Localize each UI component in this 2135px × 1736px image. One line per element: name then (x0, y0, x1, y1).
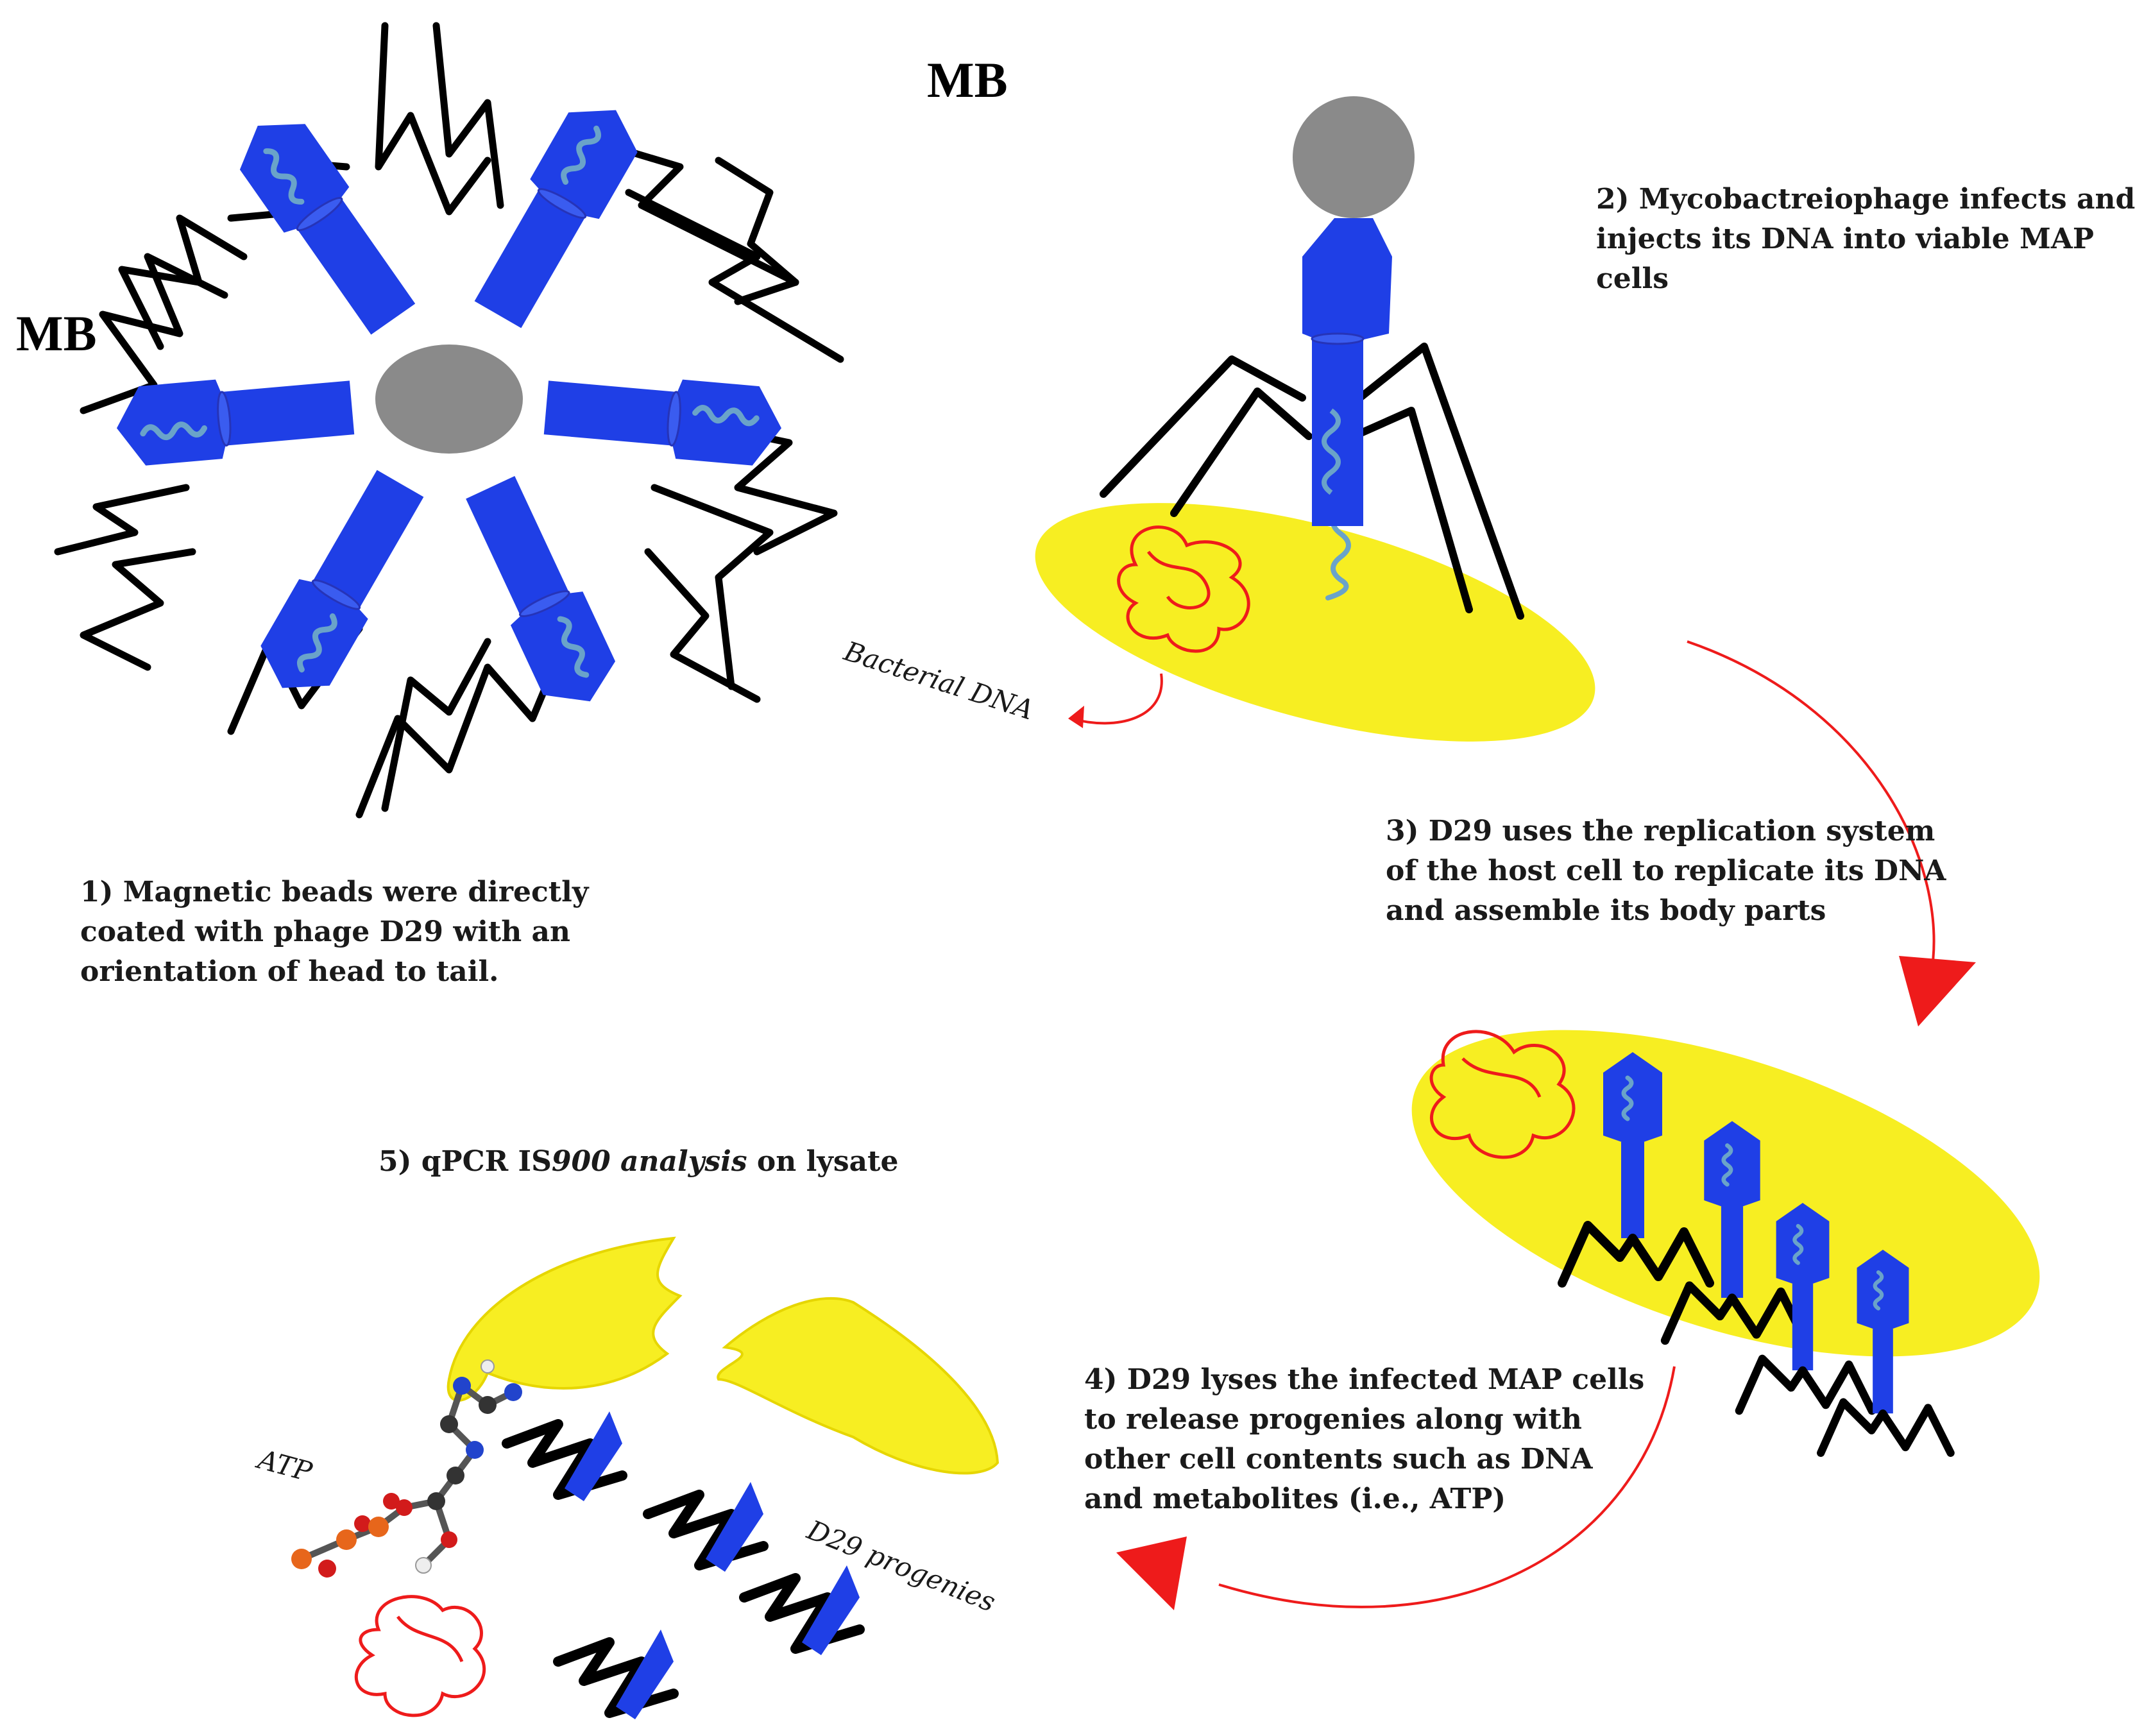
step3-line-1: 3) D29 uses the replication system (1386, 815, 1935, 847)
step3-caption: 3) D29 uses the replication system of th… (1386, 812, 1946, 931)
step1-line-2: coated with phage D29 with an (80, 915, 571, 948)
phage-assay-diagram (54, 22, 2040, 1736)
phage-head (1302, 218, 1392, 346)
step4-line-2: to release progenies along with (1084, 1403, 1582, 1436)
bacterial-dna-loop (1117, 525, 1250, 653)
released-dna-loop (354, 1595, 486, 1717)
host-dna-loop (1429, 1030, 1576, 1159)
step5-caption: 5) qPCR IS900 analysis on lysate (379, 1142, 898, 1182)
step2-line-2: injects its DNA into viable MAP (1596, 223, 2094, 255)
magnetic-bead-assembly (54, 22, 844, 819)
cell-fragment-1 (447, 1236, 683, 1402)
phage-capsid (1293, 96, 1415, 218)
step4-caption: 4) D29 lyses the infected MAP cells to r… (1084, 1360, 1644, 1519)
step2-caption: 2) Mycobactreiophage infects and injects… (1596, 180, 2135, 299)
bacterial-dna-arrow (1071, 673, 1163, 725)
step4-line-3: other cell contents such as DNA (1084, 1443, 1593, 1476)
step1-line-1: 1) Magnetic beads were directly (80, 876, 589, 908)
step4-line-4: and metabolites (i.e., ATP) (1084, 1483, 1506, 1515)
mb-label-top: MB (927, 52, 1008, 108)
step5-italic: 900 analysis (551, 1145, 747, 1178)
phage-tail (1312, 334, 1363, 526)
arrow-step4-to-step5 (1116, 1366, 1676, 1610)
host-cell (1035, 503, 1595, 742)
infecting-phage-scene (1035, 96, 1595, 742)
step5-suffix: on lysate (747, 1145, 899, 1178)
step1-line-3: orientation of head to tail. (80, 955, 499, 988)
step2-line-3: cells (1596, 262, 1669, 295)
step3-line-2: of the host cell to replicate its DNA (1386, 855, 1946, 887)
mb-label-left: MB (16, 305, 97, 361)
step5-line: 5) qPCR IS900 analysis on lysate (379, 1142, 898, 1182)
step2-line-1: 2) Mycobactreiophage infects and (1596, 183, 2135, 216)
replication-scene (1411, 1030, 2040, 1453)
lysate-scene (291, 1236, 999, 1719)
magnetic-bead (375, 345, 523, 454)
arrow-step2-to-step3 (1687, 640, 1976, 1026)
atp-molecule (291, 1359, 522, 1578)
cell-fragment-2 (717, 1297, 999, 1475)
step4-line-1: 4) D29 lyses the infected MAP cells (1084, 1363, 1645, 1396)
step5-prefix: 5) qPCR IS (379, 1145, 552, 1178)
step1-caption: 1) Magnetic beads were directly coated w… (80, 872, 588, 992)
step3-line-3: and assemble its body parts (1386, 894, 1826, 927)
